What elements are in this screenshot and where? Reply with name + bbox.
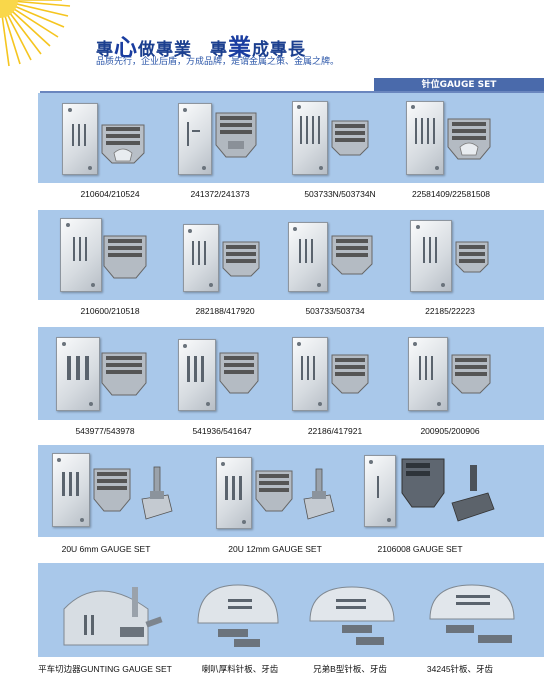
feed-dog-image bbox=[331, 120, 369, 156]
slogan-title: 專心做專業 專業成專長 bbox=[96, 35, 306, 61]
product-caption: 543977/543978 bbox=[75, 426, 135, 436]
product-panel-row-5 bbox=[38, 563, 544, 657]
product-caption: 平车切边器GUNTING GAUGE SET bbox=[38, 664, 172, 674]
needle-plate-image bbox=[178, 339, 216, 411]
header: 專心做專業 專業成專長 品质先行，企业后盾，方成品牌，是谓金属之策、金属之牌。 … bbox=[0, 0, 544, 93]
needle-plate-image bbox=[429, 584, 515, 643]
presser-foot-image bbox=[303, 468, 335, 520]
product-caption: 兄弟B型针板、牙齿 bbox=[313, 664, 387, 674]
feed-dog-image bbox=[101, 124, 145, 164]
product-caption: 282188/417920 bbox=[195, 306, 255, 316]
product-caption: 210600/210518 bbox=[80, 306, 140, 316]
feed-dog-image bbox=[451, 354, 491, 394]
needle-plate-image bbox=[56, 337, 100, 411]
needle-plate-image bbox=[292, 101, 328, 175]
needle-plate-image bbox=[52, 453, 90, 527]
needle-plate-image bbox=[60, 218, 102, 292]
sun-logo-icon bbox=[0, 0, 71, 67]
presser-foot-image bbox=[451, 465, 495, 522]
feed-dog-image bbox=[331, 235, 373, 275]
needle-plate-image bbox=[288, 222, 328, 292]
needle-plate-image bbox=[216, 457, 252, 529]
product-panel-row-4 bbox=[38, 445, 544, 537]
section-tab-gauge-set: 针位GAUGE SET bbox=[374, 78, 544, 93]
feed-dog-image bbox=[219, 352, 259, 394]
presser-foot-image bbox=[141, 466, 173, 520]
feed-dog-image bbox=[222, 241, 260, 277]
needle-plate-image bbox=[178, 103, 212, 175]
product-caption: 210604/210524 bbox=[80, 189, 140, 199]
product-caption: 34245针板、牙齿 bbox=[426, 664, 494, 674]
product-caption: 541936/541647 bbox=[192, 426, 252, 436]
product-caption: 503733/503734 bbox=[305, 306, 365, 316]
product-caption: 2106008 GAUGE SET bbox=[377, 544, 463, 554]
product-caption: 22186/417921 bbox=[307, 426, 363, 436]
product-caption: 22581409/22581508 bbox=[412, 189, 490, 199]
product-panel-row-1 bbox=[38, 93, 544, 183]
product-caption: 200905/200906 bbox=[420, 426, 480, 436]
needle-plate-image bbox=[183, 224, 219, 292]
feed-dog-image bbox=[255, 470, 293, 512]
hemmer-plate-image bbox=[63, 587, 163, 646]
product-caption: 20U 6mm GAUGE SET bbox=[61, 544, 151, 554]
needle-plate-image bbox=[309, 586, 395, 645]
product-caption: 241372/241373 bbox=[190, 189, 250, 199]
needle-plate-image bbox=[292, 337, 328, 411]
product-caption: 22185/22223 bbox=[425, 306, 475, 316]
product-panel-row-3 bbox=[38, 327, 544, 420]
product-caption: 503733N/503734N bbox=[304, 189, 376, 199]
product-caption: 20U 12mm GAUGE SET bbox=[228, 544, 322, 554]
needle-plate-image bbox=[408, 337, 448, 411]
product-panel-row-2 bbox=[38, 210, 544, 300]
feed-dog-image bbox=[331, 354, 369, 394]
needle-plate-image bbox=[197, 584, 279, 647]
slogan-subline: 品质先行，企业后盾，方成品牌，是谓金属之策、金属之牌。 bbox=[96, 57, 340, 67]
feed-dog-image bbox=[103, 235, 147, 279]
header-divider bbox=[40, 91, 544, 93]
feed-dog-image bbox=[93, 468, 131, 512]
feed-dog-image bbox=[401, 458, 445, 508]
needle-plate-image bbox=[406, 101, 444, 175]
feed-dog-image bbox=[455, 241, 489, 273]
needle-plate-image bbox=[364, 455, 396, 527]
feed-dog-image bbox=[215, 112, 257, 158]
product-caption: 喇叭厚料针板、牙齿 bbox=[201, 664, 279, 674]
feed-dog-image bbox=[101, 352, 147, 396]
needle-plate-image bbox=[410, 220, 452, 292]
needle-plate-image bbox=[62, 103, 98, 175]
feed-dog-image bbox=[447, 118, 491, 160]
